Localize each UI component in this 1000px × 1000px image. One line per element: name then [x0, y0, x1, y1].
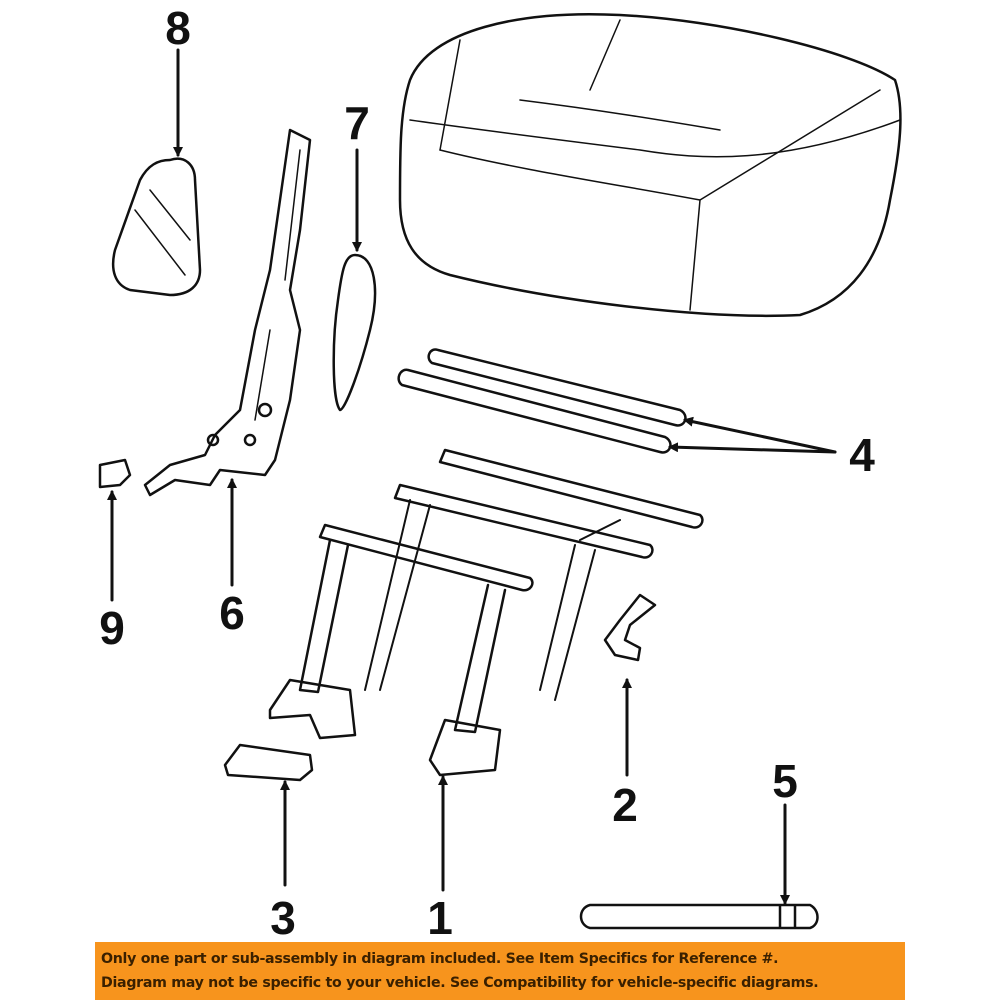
disclaimer-line-1: Only one part or sub-assembly in diagram…	[101, 951, 779, 967]
callout-8: 8	[165, 2, 191, 54]
part-5-pin	[579, 903, 819, 930]
callout-6: 6	[219, 587, 245, 639]
part-7-shield	[332, 253, 377, 412]
disclaimer-banner: Only one part or sub-assembly in diagram…	[95, 942, 905, 1000]
seat-cushion	[398, 13, 902, 318]
disclaimer-line-2: Diagram may not be specific to your vehi…	[101, 975, 819, 991]
part-3-bracket	[223, 743, 314, 782]
part-8-trim-cover	[111, 157, 202, 297]
callout-5: 5	[772, 755, 798, 807]
callout-2: 2	[612, 779, 638, 831]
callout-9: 9	[99, 602, 125, 654]
part-6-recliner	[143, 128, 312, 497]
part-4-rods	[397, 348, 687, 454]
callout-7: 7	[344, 97, 370, 149]
callout-4: 4	[849, 429, 875, 481]
callout-3: 3	[270, 892, 296, 944]
part-2-lever	[603, 593, 657, 662]
leader-arrows	[107, 48, 837, 905]
part-1-seat-frame	[268, 448, 704, 777]
part-9-cap	[98, 458, 132, 489]
callout-1: 1	[427, 892, 453, 944]
